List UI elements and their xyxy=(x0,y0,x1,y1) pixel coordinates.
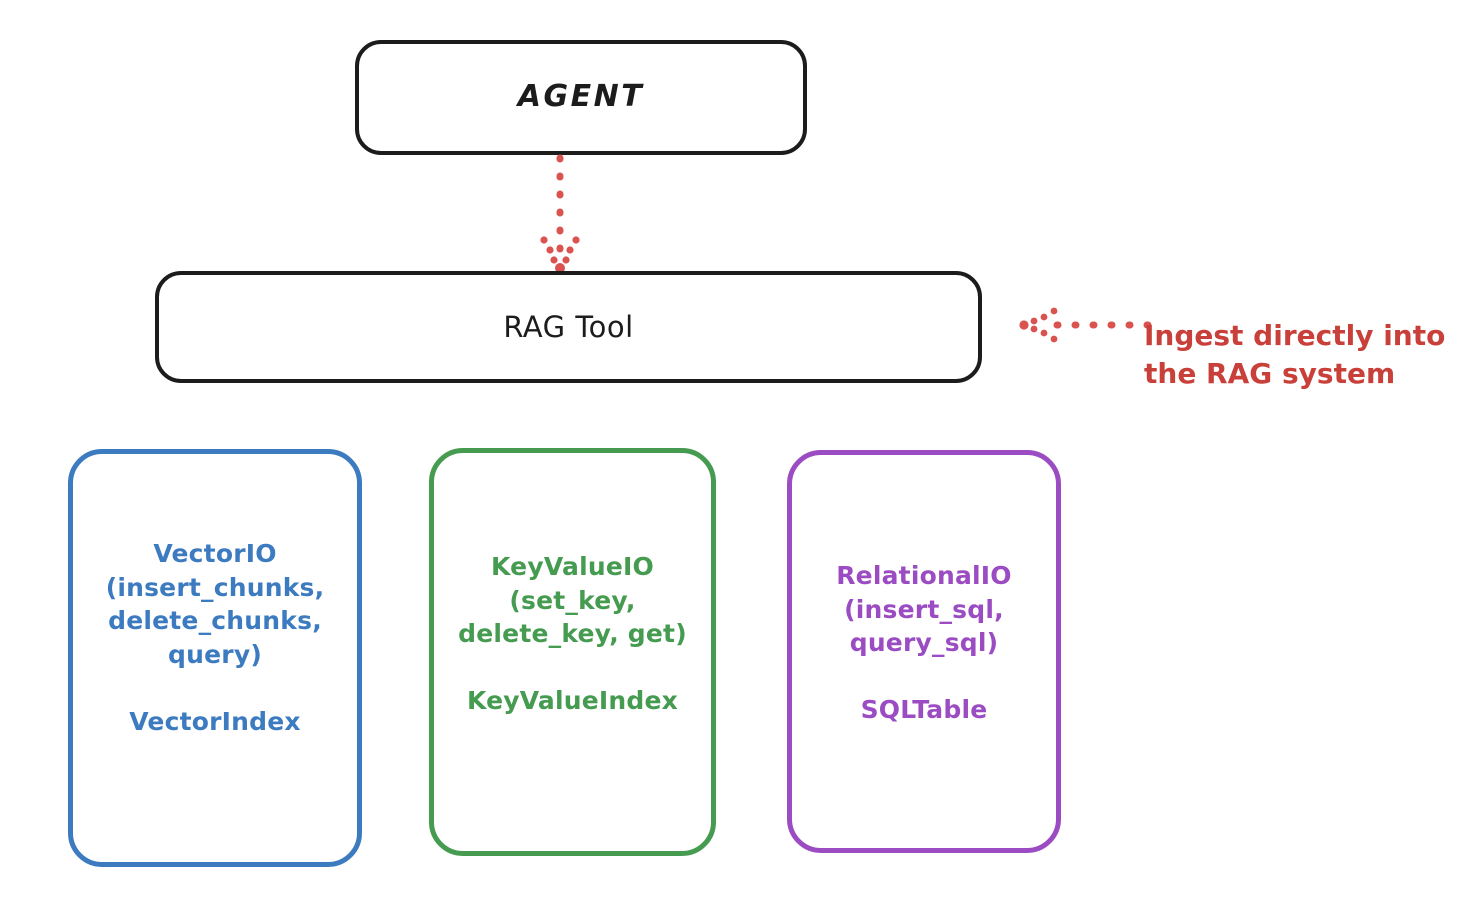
node-key-value-io-label: KeyValueIO (set_key, delete_key, get) Ke… xyxy=(458,552,687,715)
annotation-ingest-directly-text: Ingest directly into the RAG system xyxy=(1144,318,1446,391)
node-relational-io[interactable]: RelationalIO (insert_sql, query_sql) SQL… xyxy=(787,450,1061,853)
arrowhead-left-icon xyxy=(1019,307,1058,343)
node-rag-tool-label: RAG Tool xyxy=(503,309,634,344)
node-agent-label: AGENT xyxy=(517,79,645,115)
connector-ingest-to-rag-tool xyxy=(1019,307,1152,343)
arrowhead-down-icon xyxy=(540,236,580,273)
node-relational-io-label: RelationalIO (insert_sql, query_sql) SQL… xyxy=(836,561,1012,724)
node-vector-io-label: VectorIO (insert_chunks, delete_chunks, … xyxy=(105,539,325,736)
node-vector-io[interactable]: VectorIO (insert_chunks, delete_chunks, … xyxy=(68,449,362,867)
annotation-ingest-directly: Ingest directly into the RAG system xyxy=(1144,278,1474,394)
connector-agent-to-rag-tool xyxy=(540,154,580,273)
node-rag-tool[interactable]: RAG Tool xyxy=(155,271,982,383)
node-agent[interactable]: AGENT xyxy=(355,40,807,155)
node-key-value-io[interactable]: KeyValueIO (set_key, delete_key, get) Ke… xyxy=(429,448,716,856)
